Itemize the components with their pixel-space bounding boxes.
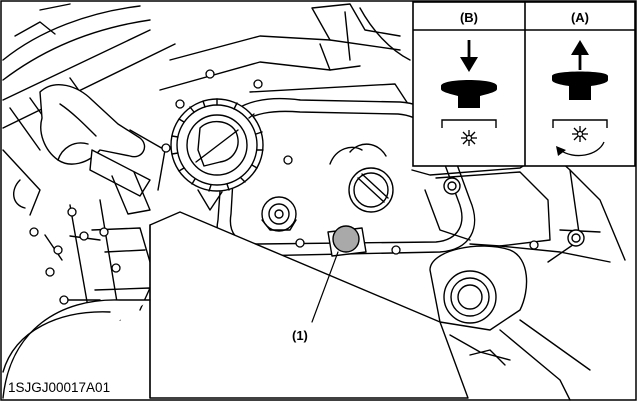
figure-code: 1SJGJ00017A01 bbox=[8, 380, 110, 395]
inset-box: (B) (A) bbox=[412, 1, 636, 167]
bolt-heads bbox=[29, 69, 539, 305]
knob-raised-icon bbox=[552, 71, 608, 100]
callout-leader-1 bbox=[311, 251, 339, 323]
upper-left-panel bbox=[2, 5, 141, 61]
machine-drawing bbox=[2, 3, 626, 401]
panel-b-push-down bbox=[441, 40, 497, 146]
panel-a-pull-up bbox=[552, 40, 608, 157]
part-1-button bbox=[332, 225, 360, 253]
small-knob bbox=[261, 196, 297, 232]
arrow-down-head bbox=[460, 57, 478, 72]
hand bbox=[39, 84, 146, 165]
rotary-dial bbox=[170, 98, 264, 211]
panel-a-label: (A) bbox=[571, 10, 589, 25]
slotted-cap bbox=[329, 143, 394, 213]
callout-label-1: (1) bbox=[292, 328, 308, 343]
panel-b-label: (B) bbox=[460, 10, 478, 25]
knob-pressed-icon bbox=[441, 80, 497, 108]
rotate-arrow-icon bbox=[559, 141, 605, 157]
arrow-up-head bbox=[571, 40, 589, 55]
